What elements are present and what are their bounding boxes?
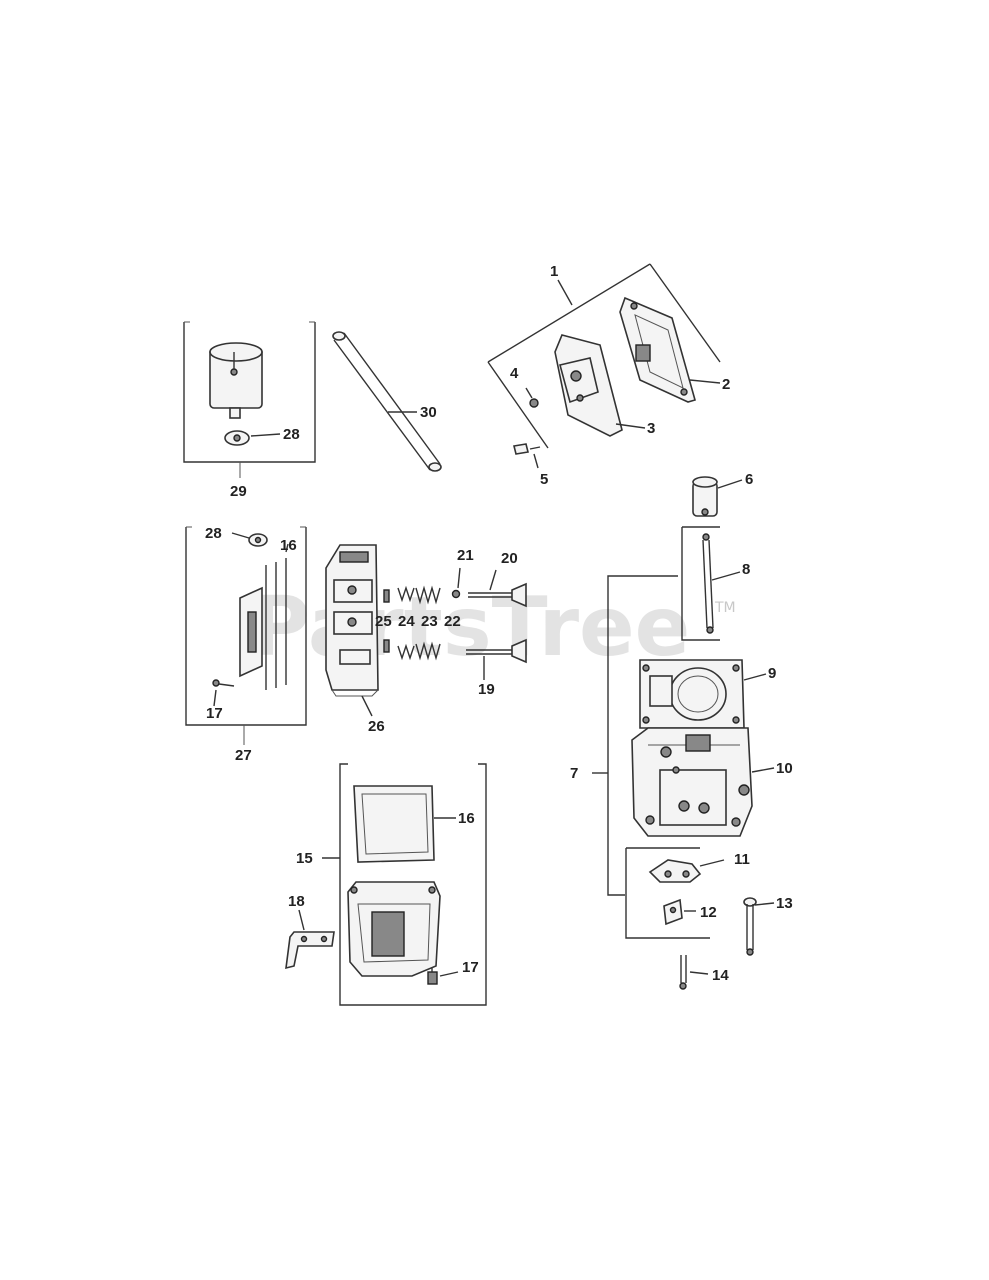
washer-part-28a	[224, 430, 281, 446]
label-part-15: 15	[296, 850, 313, 867]
bracket-part-18	[285, 909, 335, 970]
label-part-10: 10	[776, 760, 793, 777]
watermark-text: PartsTree	[250, 580, 690, 675]
valve-cover-part-3	[554, 334, 646, 437]
gasket-part-2	[619, 296, 721, 403]
part-group-27	[185, 526, 307, 745]
part-group-1	[487, 263, 721, 469]
label-part-20: 20	[501, 550, 518, 567]
breather-body-part	[239, 586, 263, 678]
label-part-26: 26	[368, 718, 385, 735]
spring-part-23	[415, 585, 441, 661]
lifter-part-6	[692, 476, 743, 517]
label-part-21: 21	[457, 547, 474, 564]
label-part-30: 30	[420, 404, 437, 421]
keeper-part-21	[451, 589, 461, 599]
screw-part-5	[513, 443, 541, 469]
bolt-part-13	[743, 897, 775, 956]
filter-canister-part	[209, 342, 263, 419]
pivot-part-12	[663, 898, 696, 926]
label-part-2: 2	[722, 376, 730, 393]
label-part-23: 23	[421, 613, 438, 630]
washer-part-28b	[231, 532, 268, 547]
valve-cover-body-part	[347, 881, 441, 977]
label-part-11: 11	[734, 851, 750, 868]
label-part-8: 8	[742, 561, 750, 578]
label-part-16b: 16	[458, 810, 475, 827]
label-part-6: 6	[745, 471, 753, 488]
head-gasket-part-9	[639, 659, 767, 729]
label-part-18: 18	[288, 893, 305, 910]
stud-part-14	[679, 955, 709, 990]
part-group-7	[592, 526, 775, 939]
label-part-17b: 17	[462, 959, 479, 976]
label-part-28a: 28	[283, 426, 300, 443]
label-part-19: 19	[478, 681, 495, 698]
spring-part-24	[397, 585, 415, 661]
label-part-27: 27	[235, 747, 252, 764]
screw-part-17a	[212, 679, 235, 707]
part-group-15	[322, 763, 487, 1006]
label-part-1: 1	[550, 263, 558, 280]
push-rod-part-8	[681, 526, 741, 641]
label-part-9: 9	[768, 665, 776, 682]
valve-train-parts	[383, 567, 461, 661]
label-part-13: 13	[776, 895, 793, 912]
rod-part-30	[332, 331, 442, 472]
label-part-22: 22	[444, 613, 461, 630]
gasket-part-16b	[353, 785, 456, 863]
cylinder-head-side-part-26	[325, 544, 379, 717]
label-part-17a: 17	[206, 705, 223, 722]
label-part-3: 3	[647, 420, 655, 437]
label-part-29: 29	[230, 483, 247, 500]
cylinder-head-part-10	[631, 727, 775, 837]
label-part-4: 4	[510, 365, 519, 382]
label-part-24: 24	[398, 613, 415, 630]
valve-part-20	[468, 569, 527, 608]
part-group-29	[183, 321, 316, 478]
watermark-trademark: TM	[714, 600, 736, 616]
label-part-5: 5	[540, 471, 548, 488]
rocker-arm-part-11	[648, 859, 725, 883]
label-part-25: 25	[375, 613, 392, 630]
label-part-12: 12	[700, 904, 717, 921]
label-part-7: 7	[570, 765, 578, 782]
screw-part-17b	[427, 968, 459, 985]
label-part-16a: 16	[280, 537, 297, 554]
label-part-28b: 28	[205, 525, 222, 542]
valve-part-19	[466, 638, 527, 680]
label-part-14: 14	[712, 967, 729, 984]
nut-part-4	[525, 387, 539, 408]
rocker-group-box	[625, 847, 725, 939]
